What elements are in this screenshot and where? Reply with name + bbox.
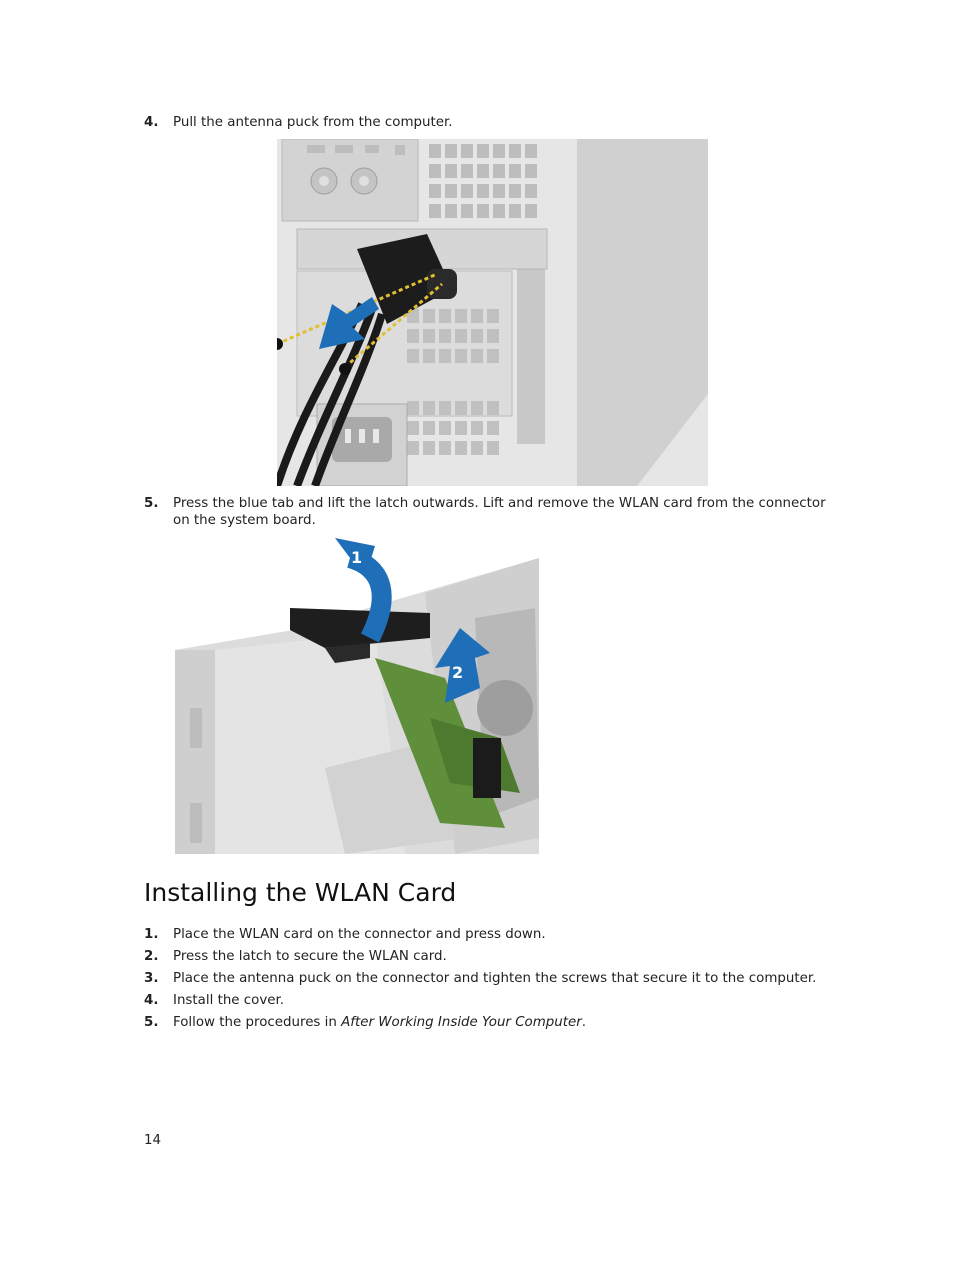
step-number: 4. — [144, 993, 159, 1008]
step-text: Install the cover. — [173, 993, 285, 1008]
arrow-1-label: 1 — [351, 548, 362, 567]
step-text-before: Follow the procedures in — [173, 1015, 342, 1030]
install-step-2: 2. Press the latch to secure the WLAN ca… — [144, 948, 844, 965]
step-text: Follow the procedures in After Working I… — [173, 1014, 844, 1031]
step-text: Press the latch to secure the WLAN card. — [173, 949, 447, 964]
reference-link-text: After Working Inside Your Computer — [341, 1015, 582, 1030]
step-number: 5. — [144, 1015, 159, 1030]
step-number: 2. — [144, 949, 159, 964]
arrow-2-label: 2 — [452, 663, 463, 682]
antenna-puck-removal-illustration — [277, 139, 708, 486]
step-text: Place the WLAN card on the connector and… — [173, 927, 546, 942]
install-step-3: 3. Place the antenna puck on the connect… — [144, 970, 844, 987]
section-title: Installing the WLAN Card — [144, 878, 457, 907]
step-text: Place the antenna puck on the connector … — [173, 971, 817, 986]
step-number: 5. — [144, 496, 159, 511]
page-number: 14 — [144, 1133, 162, 1148]
install-step-4: 4. Install the cover. — [144, 992, 844, 1009]
install-step-5: 5. Follow the procedures in After Workin… — [144, 1014, 844, 1031]
step-text: Press the blue tab and lift the latch ou… — [173, 496, 826, 528]
step-text: Pull the antenna puck from the computer. — [173, 115, 453, 130]
install-step-1: 1. Place the WLAN card on the connector … — [144, 926, 844, 943]
step-number: 3. — [144, 971, 159, 986]
step-number: 1. — [144, 927, 159, 942]
step-4-pull-antenna: 4. Pull the antenna puck from the comput… — [144, 114, 844, 131]
step-text-after: . — [581, 1015, 587, 1030]
step-5-remove-wlan: 5. Press the blue tab and lift the latch… — [144, 495, 844, 529]
step-number: 4. — [144, 115, 159, 130]
wlan-card-removal-illustration: 1 2 — [175, 538, 539, 854]
